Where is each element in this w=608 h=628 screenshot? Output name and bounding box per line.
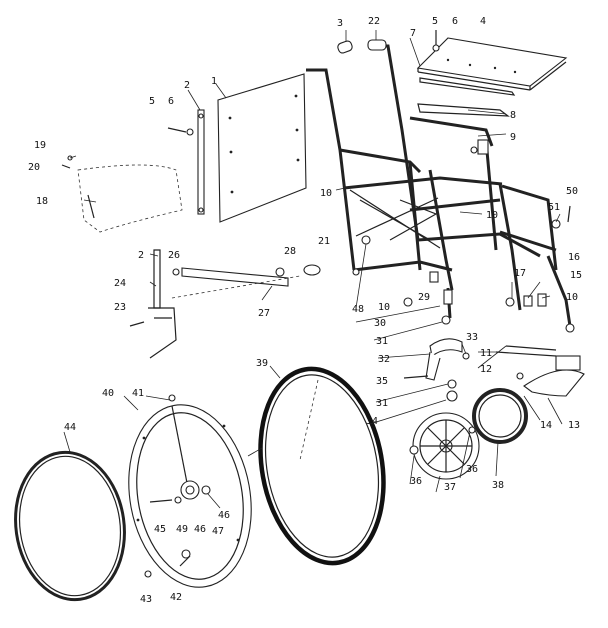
callout: 15: [570, 270, 582, 281]
callout: 11: [480, 348, 492, 359]
callout: 10: [320, 188, 332, 199]
callout: 26: [168, 250, 180, 261]
callout: 17: [514, 268, 526, 279]
bolt-48: [361, 235, 371, 245]
callout: 20: [28, 162, 40, 173]
callout: 29: [418, 292, 430, 303]
callout: 16: [568, 252, 580, 263]
callout: 21: [318, 236, 330, 247]
callout: 42: [170, 592, 182, 603]
callout: 7: [410, 28, 416, 39]
caster-stem: [429, 271, 453, 305]
callout: 10: [378, 302, 390, 313]
callout: 49: [176, 524, 188, 535]
bracket-9: [470, 139, 489, 155]
callout: 41: [132, 388, 144, 399]
callout: 2: [184, 80, 190, 91]
caster-wheel: [409, 412, 480, 480]
callout: 39: [256, 358, 268, 369]
callout: 4: [480, 16, 486, 27]
screw-set-top: [432, 30, 440, 52]
callout: 6: [452, 16, 458, 27]
callout: 1: [211, 76, 217, 87]
callout: 51: [548, 202, 560, 213]
arm-pad: [61, 155, 183, 233]
callout: 12: [480, 364, 492, 375]
axle-rod: [171, 267, 301, 299]
callout: 22: [368, 16, 380, 27]
callout: 47: [212, 526, 224, 537]
callout: 38: [492, 480, 504, 491]
hand-rim: [14, 450, 126, 602]
callout: 5: [432, 16, 438, 27]
crossbar-cover: [417, 103, 510, 117]
callout: 35: [376, 376, 388, 387]
callout: 23: [114, 302, 126, 313]
callout: 33: [466, 332, 478, 343]
callout: 36: [466, 464, 478, 475]
chair-frame: [306, 44, 575, 333]
callout: 24: [114, 278, 126, 289]
seat-pan: [416, 37, 568, 91]
callout: 30: [374, 318, 386, 329]
callout: 32: [378, 354, 390, 365]
seat-strap: [419, 77, 516, 96]
hand-grip-left: [337, 40, 353, 54]
callout: 44: [64, 422, 76, 433]
callout: 27: [258, 308, 270, 319]
footrest-latch: [505, 293, 547, 307]
callout: 46: [218, 510, 230, 521]
callout: 6: [168, 96, 174, 107]
armrest-post: [129, 249, 180, 359]
footplate: [523, 355, 585, 397]
callout: 31: [376, 336, 388, 347]
callout: 36: [410, 476, 422, 487]
back-panel: [217, 73, 307, 223]
callout: 14: [540, 420, 552, 431]
callout: 48: [352, 304, 364, 315]
callout: 45: [154, 524, 166, 535]
callout: 2: [138, 250, 144, 261]
callout: 50: [566, 186, 578, 197]
callout: 19: [34, 140, 46, 151]
rear-wheel: [128, 394, 252, 588]
callout: 9: [510, 132, 516, 143]
back-strip: [197, 109, 205, 215]
callout: 46: [194, 524, 206, 535]
callout: 28: [284, 246, 296, 257]
callout: 5: [149, 96, 155, 107]
callout: 18: [36, 196, 48, 207]
caster-fork: [403, 315, 470, 402]
callout: 40: [102, 388, 114, 399]
callout: 3: [337, 18, 343, 29]
hand-grip-right: [367, 39, 387, 51]
rear-tire: [258, 366, 386, 566]
callout: 31: [376, 398, 388, 409]
bolt-50: [551, 205, 571, 229]
callout: 10: [566, 292, 578, 303]
callout: 43: [140, 594, 152, 605]
callout: 37: [444, 482, 456, 493]
tip-cap: [303, 264, 321, 276]
callout-labels: 1 2 3 22 5 6 4 7 8 9 5 6 19 20 18 10 10 …: [28, 16, 582, 605]
dashed-guide: [299, 379, 319, 461]
callout: 8: [510, 110, 516, 121]
screw-set-left: [167, 127, 194, 136]
callout: 13: [568, 420, 580, 431]
callout: 34: [366, 416, 378, 427]
caster-tire: [472, 388, 528, 444]
leader-lines: [63, 30, 563, 509]
footplate-rod: [495, 345, 557, 380]
callout: 10: [486, 210, 498, 221]
